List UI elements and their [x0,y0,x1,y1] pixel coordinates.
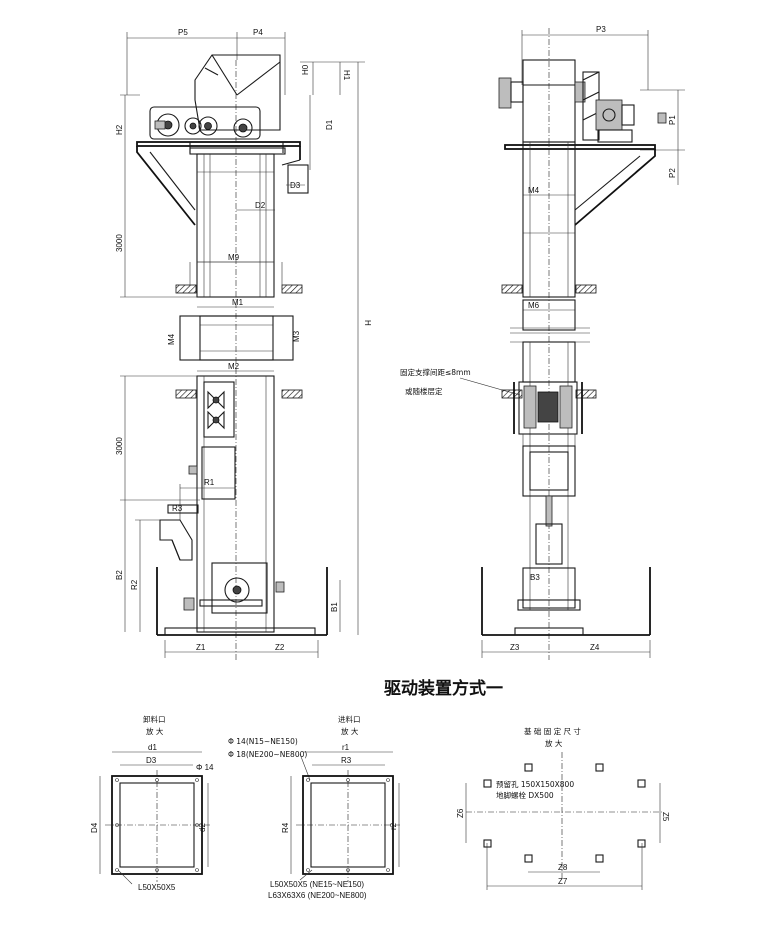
dim-Z5: Z5 [661,812,670,822]
dim-D4: D4 [90,822,99,833]
bolt-hole: 预留孔 150X150X800 [496,779,574,789]
dim-Z2: Z2 [275,643,285,652]
dim-M9: M9 [228,253,240,262]
dim-3000-lower: 3000 [115,437,124,455]
dim-Z7: Z7 [558,877,568,886]
support-note-2: 或随楼层定 [405,386,443,396]
dim-Z8: Z8 [558,863,568,872]
phi18-range: Φ 18(NE200~NE800) [228,750,307,759]
dim-H: H [363,320,372,326]
phi14-range: Φ 14(N15~NE150) [228,737,298,746]
dim-B2: B2 [115,570,124,580]
dim-H0: H0 [301,64,310,75]
dim-D3-detail: D3 [146,756,157,765]
dim-d1: d1 [148,743,157,752]
dim-D2: D2 [255,201,266,210]
outlet-sub: 放 大 [146,726,164,736]
angle-inlet-1: L50X50X5 (NE15~NE150) [270,880,364,889]
inlet-detail: Φ 14(N15~NE150) Φ 18(NE200~NE800) 进料口 放 … [228,714,400,900]
found-sub: 放 大 [545,738,563,748]
dim-M4-right: M4 [528,186,540,195]
dim-Z3: Z3 [510,643,520,652]
support-note-1: 固定支撑间距≤8mm [400,367,471,377]
inlet-sub: 放 大 [341,726,359,736]
dim-3000-upper: 3000 [115,234,124,252]
dim-M2: M2 [228,362,240,371]
dim-R4: R4 [281,822,290,833]
drive-title: 驱动装置方式一 [384,678,503,699]
dim-D3: D3 [290,181,301,190]
inlet-title: 进料口 [338,714,361,724]
dim-D1: D1 [325,119,334,130]
dim-M3: M3 [292,330,301,342]
dim-P5: P5 [178,28,188,37]
anchor-bolt: 地脚螺栓 DX500 [496,790,554,800]
dim-R1: R1 [204,478,215,487]
dim-Z1: Z1 [196,643,206,652]
dim-R3: R3 [172,504,183,513]
angle-inlet-2: L63X63X6 (NE200~NE800) [268,891,367,900]
dim-M6: M6 [528,301,540,310]
dim-H2: H2 [115,124,124,135]
dim-r1: r1 [342,743,350,752]
dim-B1: B1 [330,602,339,612]
dim-P4: P4 [253,28,263,37]
dim-R3-detail: R3 [341,756,352,765]
dim-R2: R2 [130,579,139,590]
dim-d2: d2 [198,823,207,832]
dim-Z6: Z6 [456,808,465,818]
dim-P3: P3 [596,25,606,34]
front-view: P5 P4 H H1 H0 D1 [115,28,372,660]
dim-r2: r2 [389,822,398,830]
dim-B3: B3 [530,573,540,582]
dim-P1: P1 [668,115,677,125]
outlet-detail: 卸料口 放 大 d1 D3 Φ 14 D4 d2 L50X50X5 [90,714,214,892]
foundation-detail: 基 础 固 定 尺 寸 放 大 预留孔 150X150X800 地脚螺栓 DX5… [456,726,670,890]
outlet-title: 卸料口 [143,714,166,724]
dim-H1: H1 [342,70,351,81]
phi14-label: Φ 14 [196,763,214,772]
angle-outlet: L50X50X5 [138,883,176,892]
dim-M1: M1 [232,298,244,307]
dim-P2: P2 [668,168,677,178]
dim-Z4: Z4 [590,643,600,652]
side-view: P3 P1 P2 M4 [400,25,685,660]
dim-M4-left: M4 [167,333,176,345]
found-title: 基 础 固 定 尺 寸 [524,726,581,736]
